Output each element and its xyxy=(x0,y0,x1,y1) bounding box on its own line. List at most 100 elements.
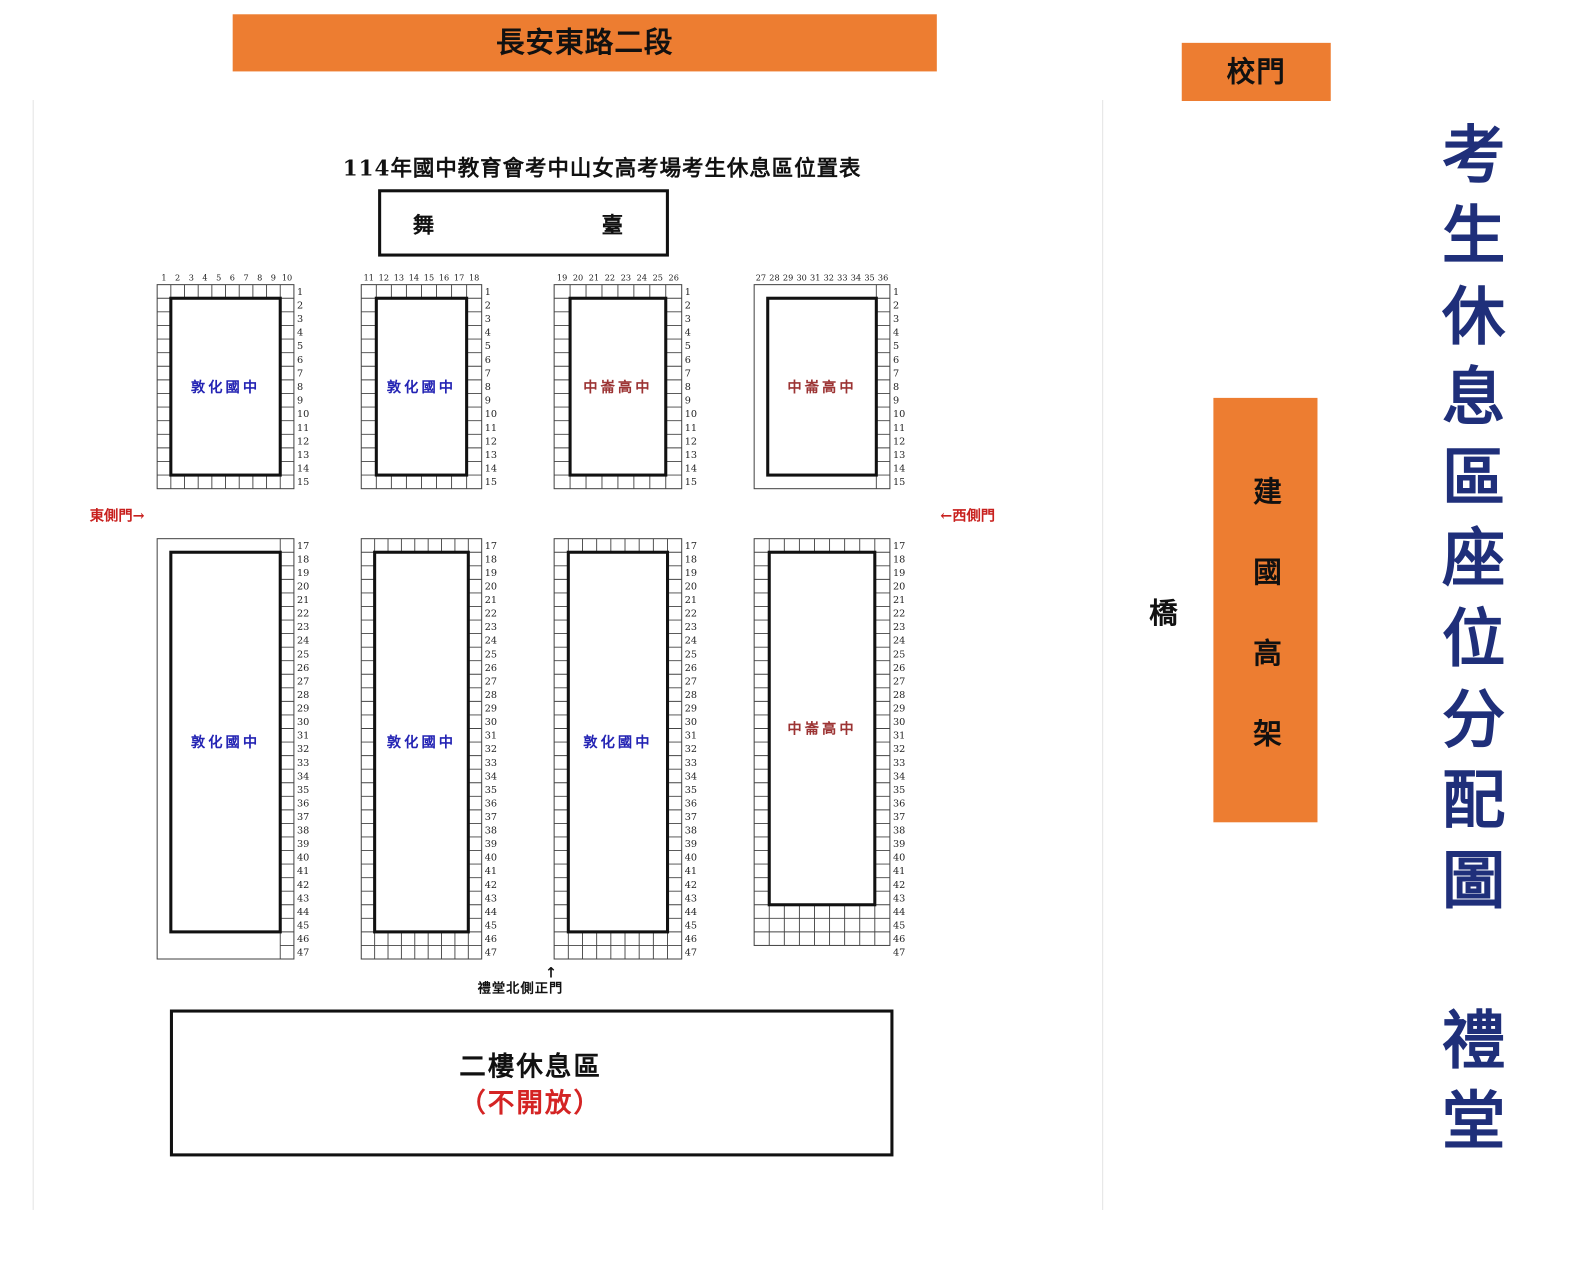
row-number: 47 xyxy=(485,948,497,959)
row-number: 28 xyxy=(893,690,905,701)
row-number: 31 xyxy=(893,731,905,742)
column-number: 8 xyxy=(257,273,262,283)
row-number: 19 xyxy=(685,568,697,579)
column-number: 6 xyxy=(230,273,235,283)
row-number: 31 xyxy=(297,731,309,742)
floor-plan-title: 114年國中教育會考中山女高考場考生休息區位置表 xyxy=(343,155,862,181)
row-number: 41 xyxy=(485,866,497,877)
row-number: 32 xyxy=(685,744,697,755)
row-number: 23 xyxy=(297,622,309,633)
row-number: 46 xyxy=(485,934,497,945)
column-number: 5 xyxy=(216,273,221,283)
row-number: 29 xyxy=(485,704,497,715)
row-number: 31 xyxy=(485,731,497,742)
row-number: 26 xyxy=(893,663,905,674)
row-number: 38 xyxy=(297,826,309,837)
row-number: 40 xyxy=(685,853,697,864)
row-number: 45 xyxy=(485,920,497,931)
row-number: 22 xyxy=(297,609,309,620)
row-number: 1 xyxy=(485,287,491,298)
row-number: 4 xyxy=(297,328,303,339)
column-number: 18 xyxy=(469,273,479,283)
row-number: 14 xyxy=(685,464,697,475)
row-number: 25 xyxy=(485,649,497,660)
block-inner-area xyxy=(568,296,668,477)
row-number: 3 xyxy=(685,314,691,325)
row-number: 29 xyxy=(297,704,309,715)
row-number: 35 xyxy=(485,785,497,796)
row-number: 22 xyxy=(485,609,497,620)
row-number: 9 xyxy=(685,396,691,407)
column-number: 22 xyxy=(605,273,615,283)
row-number: 47 xyxy=(297,948,309,959)
row-number: 15 xyxy=(893,477,905,488)
row-number: 13 xyxy=(297,450,309,461)
column-number: 7 xyxy=(243,273,248,283)
row-number: 24 xyxy=(893,636,905,647)
row-number: 23 xyxy=(485,622,497,633)
column-number: 26 xyxy=(669,273,679,283)
row-number: 24 xyxy=(485,636,497,647)
row-number: 34 xyxy=(893,771,905,782)
row-number: 5 xyxy=(485,341,491,352)
row-number: 37 xyxy=(893,812,905,823)
row-number: 27 xyxy=(685,676,697,687)
row-number: 2 xyxy=(297,300,303,311)
row-number: 35 xyxy=(297,785,309,796)
row-number: 33 xyxy=(297,758,309,769)
stage-outline xyxy=(378,189,669,257)
row-number: 13 xyxy=(893,450,905,461)
column-number: 3 xyxy=(189,273,194,283)
column-number: 35 xyxy=(864,273,874,283)
row-number: 46 xyxy=(297,934,309,945)
block-inner-area xyxy=(767,550,877,907)
row-number: 22 xyxy=(893,609,905,620)
row-number: 14 xyxy=(485,464,497,475)
row-number: 47 xyxy=(893,948,905,959)
east-side-door-label: 東側門→ xyxy=(90,506,145,524)
row-number: 31 xyxy=(685,731,697,742)
row-number: 46 xyxy=(685,934,697,945)
row-number: 13 xyxy=(485,450,497,461)
school-label: 敦化國中 xyxy=(191,733,260,751)
row-number: 33 xyxy=(685,758,697,769)
column-number: 24 xyxy=(637,273,647,283)
row-number: 19 xyxy=(485,568,497,579)
row-number: 32 xyxy=(485,744,497,755)
row-number: 4 xyxy=(485,328,491,339)
row-number: 28 xyxy=(685,690,697,701)
school-label: 中崙高中 xyxy=(787,720,856,738)
column-number: 11 xyxy=(364,273,374,283)
row-number: 20 xyxy=(297,582,309,593)
column-number: 15 xyxy=(424,273,434,283)
row-number: 22 xyxy=(685,609,697,620)
row-number: 43 xyxy=(297,893,309,904)
row-number: 40 xyxy=(485,853,497,864)
column-number: 21 xyxy=(589,273,599,283)
stage-char-right: 臺 xyxy=(602,214,623,239)
row-number: 3 xyxy=(297,314,303,325)
row-number: 43 xyxy=(893,893,905,904)
row-number: 39 xyxy=(485,839,497,850)
row-number: 45 xyxy=(297,920,309,931)
column-number: 12 xyxy=(379,273,389,283)
column-number: 27 xyxy=(756,273,766,283)
row-number: 12 xyxy=(297,436,309,447)
row-number: 15 xyxy=(297,477,309,488)
row-number: 30 xyxy=(685,717,697,728)
row-number: 9 xyxy=(297,396,303,407)
row-number: 35 xyxy=(685,785,697,796)
row-number: 36 xyxy=(685,798,697,809)
row-number: 25 xyxy=(297,649,309,660)
plan-left-edge xyxy=(32,99,34,1210)
row-number: 1 xyxy=(297,287,303,298)
row-number: 6 xyxy=(685,355,691,366)
column-number: 9 xyxy=(271,273,276,283)
school-label: 敦化國中 xyxy=(583,733,652,751)
